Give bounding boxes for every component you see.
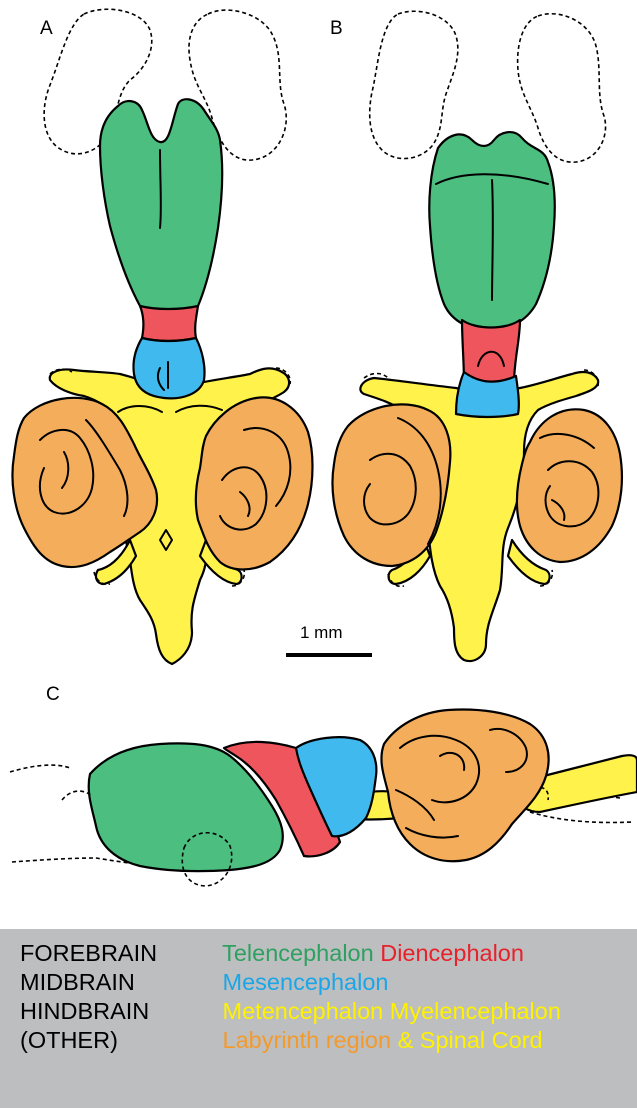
legend-term-metencephalon: Metencephalon [223, 998, 384, 1024]
brain-endocast-figure: A B [0, 0, 637, 900]
legend-term-myelencephalon: Myelencephalon [390, 998, 561, 1024]
panel-label-c: C [46, 684, 60, 705]
legend-term-diencephalon: Diencephalon [380, 940, 524, 966]
panel-label-a: A [40, 18, 53, 39]
scale-bar-label: 1 mm [300, 623, 343, 642]
legend-label-hindbrain: HINDBRAIN [20, 997, 216, 1026]
legend-label-forebrain: FOREBRAIN [20, 939, 216, 968]
legend-row-other: (OTHER) Labyrinth region & Spinal Cord [20, 1026, 637, 1055]
panel-label-b: B [330, 18, 343, 39]
legend-term-labyrinth-region: Labyrinth region [223, 1027, 392, 1053]
legend-row-midbrain: MIDBRAIN Mesencephalon [20, 968, 637, 997]
panel-c: C [10, 684, 637, 886]
legend-term-spinal-cord: & Spinal Cord [398, 1027, 543, 1053]
legend-term-telencephalon: Telencephalon [222, 940, 374, 966]
olfactory-bulb-outline-right-b [518, 14, 606, 162]
legend-term-mesencephalon: Mesencephalon [223, 969, 389, 995]
telencephalon-midline-a [160, 150, 161, 228]
labyrinth-right-a [196, 397, 313, 569]
diencephalon-a [140, 306, 198, 341]
legend-label-midbrain: MIDBRAIN [20, 968, 216, 997]
labyrinth-c [381, 710, 548, 862]
olfactory-bulb-outline-left-b [370, 11, 458, 158]
labyrinth-right-b [517, 409, 622, 562]
legend-label-other: (OTHER) [20, 1026, 216, 1055]
scale-bar: 1 mm [286, 623, 372, 655]
legend-row-forebrain: FOREBRAIN Telencephalon Diencephalon [20, 939, 637, 968]
legend-row-hindbrain: HINDBRAIN Metencephalon Myelencephalon [20, 997, 637, 1026]
panel-b: B [330, 11, 622, 661]
panel-a: A [12, 9, 312, 664]
legend: FOREBRAIN Telencephalon Diencephalon MID… [0, 929, 637, 1108]
